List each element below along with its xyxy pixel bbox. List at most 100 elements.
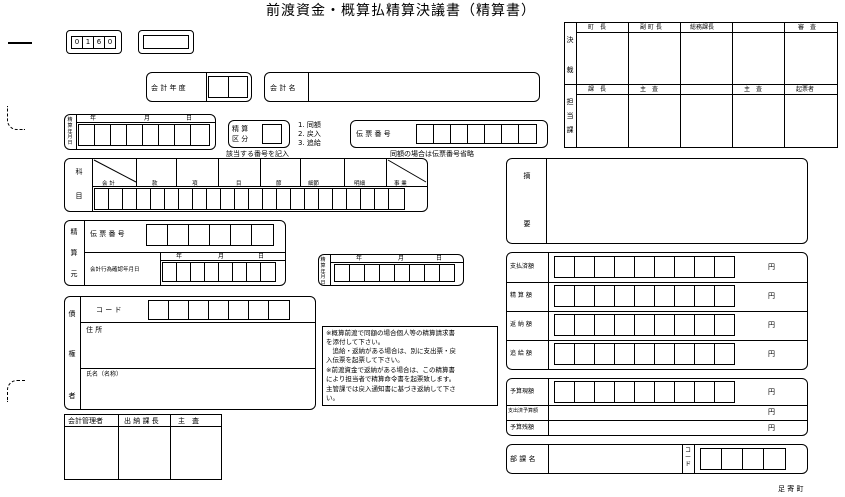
amount-unit: 円: [768, 263, 775, 271]
origin-slip-label: 伝 票 番 号: [90, 230, 125, 238]
date-side-label: 精算年月日: [67, 117, 73, 146]
payee-code-cells[interactable]: [148, 300, 294, 320]
fiscal-year-cells[interactable]: [208, 76, 248, 98]
doc-code-digit: 0: [104, 36, 116, 49]
origin-side-3: 元: [70, 270, 78, 278]
binding-mark-bottom: [7, 380, 25, 402]
page-title: 前渡資金・概算払精算決議書（精算書）: [266, 3, 536, 19]
decision-side-top-2: 裁: [566, 66, 574, 74]
payee-name-label: 氏名（名称）: [86, 371, 123, 378]
origin-box: [64, 220, 286, 286]
settle-type-cell[interactable]: [262, 124, 282, 144]
settle-option-3: 3. 追給: [298, 139, 321, 147]
settle-option-1: 1. 同額: [298, 121, 321, 129]
origin-date-label: 会計行為確認年月日: [90, 267, 140, 273]
date-cells[interactable]: [78, 124, 212, 146]
budget-unit: 円: [768, 408, 775, 416]
amount-cells[interactable]: [554, 314, 742, 336]
origin-date-cells[interactable]: [162, 262, 282, 282]
budget-label: 予算現額: [510, 388, 535, 395]
summary-side-1: 摘: [523, 172, 531, 180]
payee-code-label: コ ー ド: [96, 306, 122, 314]
kamoku-cells[interactable]: [94, 188, 426, 210]
department-code-cells[interactable]: [700, 448, 788, 470]
kamoku-header: 節: [276, 181, 282, 187]
decision-header: 町 長: [588, 24, 607, 31]
budget-unit: 円: [768, 388, 775, 396]
approval-header: 出 納 課 長: [124, 417, 159, 425]
small-year-label: 年: [356, 255, 363, 262]
settle-type-box: [228, 120, 290, 148]
kamoku-header: 明細: [354, 181, 366, 187]
slip-number-box: [350, 120, 548, 148]
origin-year-label: 年: [176, 253, 183, 260]
amount-unit: 円: [768, 350, 775, 358]
kamoku-header: 款: [152, 181, 158, 187]
decision-side-bottom-2: 当: [566, 112, 574, 120]
department-label: 部 課 名: [510, 455, 536, 463]
small-date-block: [318, 254, 464, 286]
doc-number-box[interactable]: [138, 30, 194, 54]
doc-code-box: [66, 30, 122, 54]
budget-box: [506, 378, 808, 436]
doc-number-inner: [143, 35, 189, 49]
small-day-label: 日: [436, 255, 443, 262]
decision-header: 総務課長: [690, 24, 715, 31]
small-month-label: 月: [398, 255, 405, 262]
divider: [308, 72, 309, 102]
note-line: を添付して下さい。: [326, 338, 385, 346]
amount-cells[interactable]: [554, 285, 742, 307]
amount-unit: 円: [768, 321, 775, 329]
kamoku-diagonal: [93, 159, 427, 183]
bottom-approvals: [64, 414, 222, 480]
approval-header: 主 査: [178, 417, 199, 425]
note-line: ※概算前渡で同額の場合個人等の精算請求書: [326, 329, 455, 337]
budget-unit: 円: [768, 424, 775, 432]
small-date-side: 精算年月日: [320, 257, 326, 286]
amount-label: 支払済額: [510, 263, 535, 270]
amount-cells[interactable]: [554, 256, 742, 278]
origin-month-label: 月: [218, 253, 225, 260]
decision-side-bottom-1: 担: [566, 98, 574, 106]
summary-side-2: 要: [523, 220, 531, 228]
note-line: ※前渡資金で返納がある場合は、この精算書: [326, 366, 455, 374]
note-line: 主管課では戻入通知書に基づき返納して下さ: [326, 385, 456, 393]
origin-side-1: 精: [70, 228, 78, 236]
settle-type-label2: 区 分: [232, 135, 249, 143]
doc-code-cells: 0 1 6 0: [71, 36, 117, 49]
origin-slip-cells[interactable]: [146, 224, 274, 246]
kamoku-header: 事 業: [394, 181, 407, 187]
footer-town: 足 寄 町: [778, 485, 804, 493]
decision-header: 主 査: [640, 86, 659, 93]
small-date-cells[interactable]: [334, 264, 460, 282]
payee-side-1: 債: [68, 310, 76, 318]
slip-number-label: 伝 票 番 号: [356, 130, 391, 138]
payee-side-2: 権: [68, 350, 76, 358]
slip-number-cells[interactable]: [416, 124, 542, 144]
origin-day-label: 日: [258, 253, 265, 260]
payee-address-label: 住 所: [86, 326, 103, 334]
fiscal-year-label: 会 計 年 度: [151, 84, 186, 92]
amount-cells[interactable]: [554, 343, 742, 365]
budget-cells[interactable]: [554, 381, 742, 403]
day-label: 日: [186, 115, 193, 122]
date-block: [64, 114, 216, 150]
note-line: 追給・返納がある場合は、別に支出票・戻: [326, 347, 457, 355]
binding-mark-top: [7, 106, 25, 130]
summary-box[interactable]: [506, 158, 808, 244]
kamoku-header: 細節: [308, 181, 320, 187]
note-line: 入伝票を起票して下さい。: [326, 356, 404, 364]
hint-code: 該当する番号を記入: [226, 150, 289, 158]
payee-box: [64, 296, 316, 410]
amount-label: 返 納 額: [510, 321, 532, 328]
fiscal-year-box: [146, 72, 252, 102]
note-line: により担当者で精算命令書を起票致します。: [326, 375, 456, 383]
amount-label: 追 給 額: [510, 350, 532, 357]
kamoku-header: 項: [192, 181, 198, 187]
kamoku-header: 目: [236, 181, 242, 187]
punch-mark: [8, 42, 32, 44]
kamoku-box: [64, 158, 428, 212]
budget-label: 支出済予算額: [508, 408, 539, 414]
origin-side-2: 算: [70, 249, 78, 257]
decision-header: 起票者: [796, 86, 815, 93]
